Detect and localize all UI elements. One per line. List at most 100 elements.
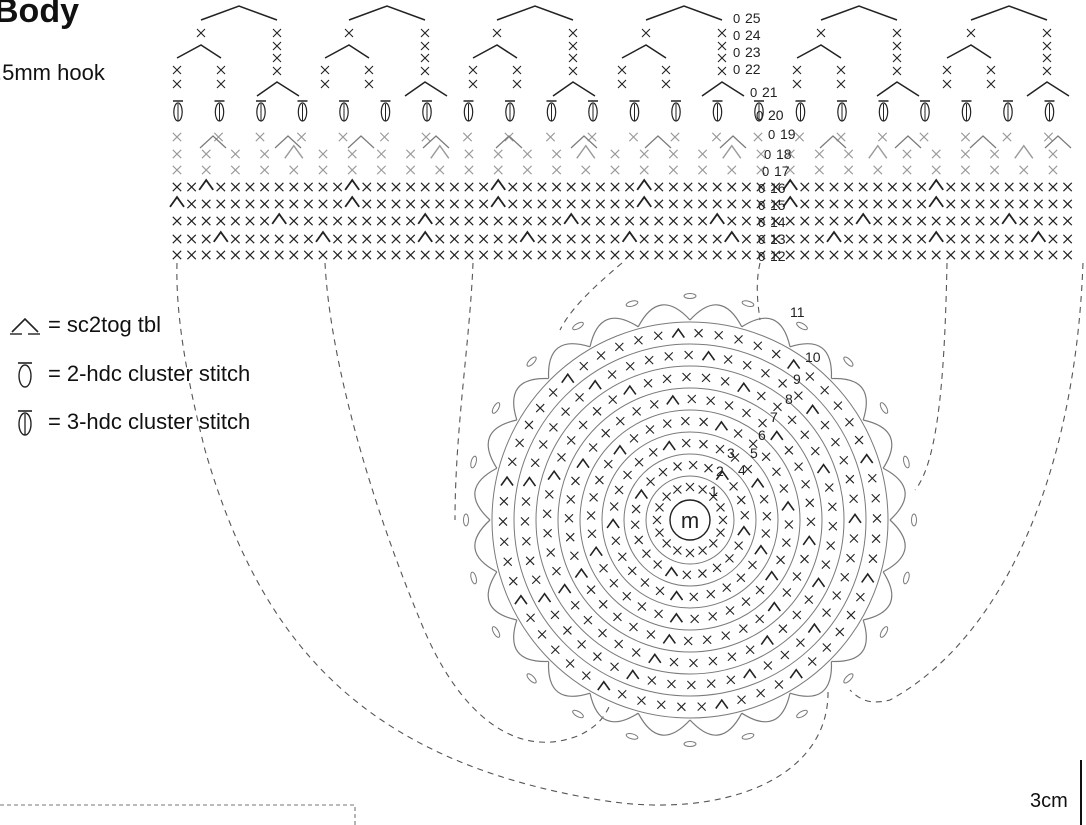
sc-stitch-mark <box>392 217 400 225</box>
decrease-mark <box>564 214 578 224</box>
row-number-label: 2 <box>716 463 724 479</box>
sc-stitch-mark <box>823 609 831 617</box>
sc-stitch-mark <box>571 601 579 609</box>
row-number-label: 13 <box>770 231 786 247</box>
sc-stitch-mark <box>173 166 181 174</box>
row-number-label: 18 <box>776 146 792 162</box>
sc-stitch-mark <box>304 235 312 243</box>
sc-stitch-mark <box>509 577 517 585</box>
sc-stitch-mark <box>990 183 998 191</box>
sc-stitch-mark <box>795 463 803 471</box>
row-number-label: 25 <box>745 10 761 26</box>
edge-cluster-mark <box>742 300 755 308</box>
sc-stitch-mark <box>821 421 829 429</box>
decrease-mark <box>624 386 636 394</box>
sc-stitch-mark <box>543 510 551 518</box>
decrease-mark <box>577 459 589 467</box>
sc-stitch-mark <box>917 183 925 191</box>
sc-stitch-mark <box>345 29 353 37</box>
sc-stitch-mark <box>844 200 852 208</box>
sc-stitch-mark <box>173 133 181 141</box>
dashed-border-line <box>0 805 355 825</box>
sc-stitch-mark <box>844 217 852 225</box>
row-number-label: 20 <box>768 107 784 123</box>
row-number-label: 17 <box>774 163 790 179</box>
sc-stitch-mark <box>654 332 662 340</box>
sc-stitch-mark <box>874 217 882 225</box>
sc-stitch-mark <box>761 369 769 377</box>
sc-stitch-mark <box>874 183 882 191</box>
sc-stitch-mark <box>888 200 896 208</box>
cluster-stitch-mark <box>298 101 308 121</box>
sc-stitch-mark <box>567 183 575 191</box>
sc-stitch-mark <box>793 573 801 581</box>
chain-mark: 0 <box>733 11 740 26</box>
sc-stitch-mark <box>494 166 502 174</box>
sc-stitch-mark <box>674 462 682 470</box>
sc-stitch-mark <box>738 696 746 704</box>
sc-stitch-mark <box>859 235 867 243</box>
sc-stitch-mark <box>635 458 643 466</box>
sc-stitch-mark <box>256 133 264 141</box>
sc-stitch-mark <box>499 518 507 526</box>
cluster-stitch-mark <box>173 101 183 121</box>
sc-stitch-mark <box>521 517 529 525</box>
sc-stitch-mark <box>961 235 969 243</box>
sc-stitch-mark <box>987 80 995 88</box>
sc-stitch-mark <box>587 511 595 519</box>
sc-stitch-mark <box>1049 183 1057 191</box>
sc-stitch-mark <box>961 251 969 259</box>
sc-stitch-mark <box>333 251 341 259</box>
sc-stitch-mark <box>421 183 429 191</box>
sc-stitch-mark <box>509 251 517 259</box>
sc-stitch-mark <box>742 251 750 259</box>
sc-stitch-mark <box>608 371 616 379</box>
sc-stitch-mark <box>655 251 663 259</box>
sc-stitch-mark <box>348 217 356 225</box>
sc-stitch-mark <box>920 133 928 141</box>
cluster-stitch-mark <box>630 101 640 121</box>
sc-stitch-mark <box>967 29 975 37</box>
cluster-stitch-mark <box>339 101 349 121</box>
sc-stitch-mark <box>363 235 371 243</box>
sc-stitch-mark <box>684 637 692 645</box>
decrease-mark <box>559 585 571 593</box>
sc-stitch-mark <box>1005 251 1013 259</box>
sc-stitch-mark <box>764 661 772 669</box>
sc-stitch-mark <box>932 251 940 259</box>
sc-stitch-mark <box>202 150 210 158</box>
edge-cluster-mark <box>572 709 585 719</box>
sc-stitch-mark <box>1049 251 1057 259</box>
sc-stitch-mark <box>538 183 546 191</box>
pattern-repeat-motif <box>469 6 597 148</box>
legend-label: sc2tog tbl <box>67 312 161 338</box>
sc-stitch-mark <box>465 217 473 225</box>
sc-stitch-mark <box>465 200 473 208</box>
edge-cluster-mark <box>902 456 910 469</box>
sc-stitch-mark <box>654 560 662 568</box>
sc-stitch-mark <box>718 42 726 50</box>
sc-stitch-mark <box>597 352 605 360</box>
sc-stitch-mark <box>231 150 239 158</box>
sc-stitch-mark <box>742 235 750 243</box>
decrease-mark <box>807 405 819 413</box>
sc-stitch-mark <box>406 251 414 259</box>
decrease-mark <box>623 232 637 242</box>
sc-stitch-mark <box>494 217 502 225</box>
dashed-joining-line <box>850 263 1083 702</box>
sc-stitch-mark <box>406 183 414 191</box>
sc-stitch-mark <box>231 251 239 259</box>
sc-stitch-mark <box>699 546 707 554</box>
sc-stitch-mark <box>421 42 429 50</box>
sc-stitch-mark <box>825 483 833 491</box>
sc-stitch-mark <box>1034 183 1042 191</box>
sc-stitch-mark <box>260 251 268 259</box>
sc-stitch-mark <box>756 586 764 594</box>
sc-stitch-mark <box>231 235 239 243</box>
sc-stitch-mark <box>626 362 634 370</box>
sc-stitch-mark <box>689 659 697 667</box>
sc-stitch-mark <box>698 703 706 711</box>
sc-stitch-mark <box>855 436 863 444</box>
sc-stitch-mark <box>552 183 560 191</box>
row-number-label: 3 <box>727 445 735 461</box>
